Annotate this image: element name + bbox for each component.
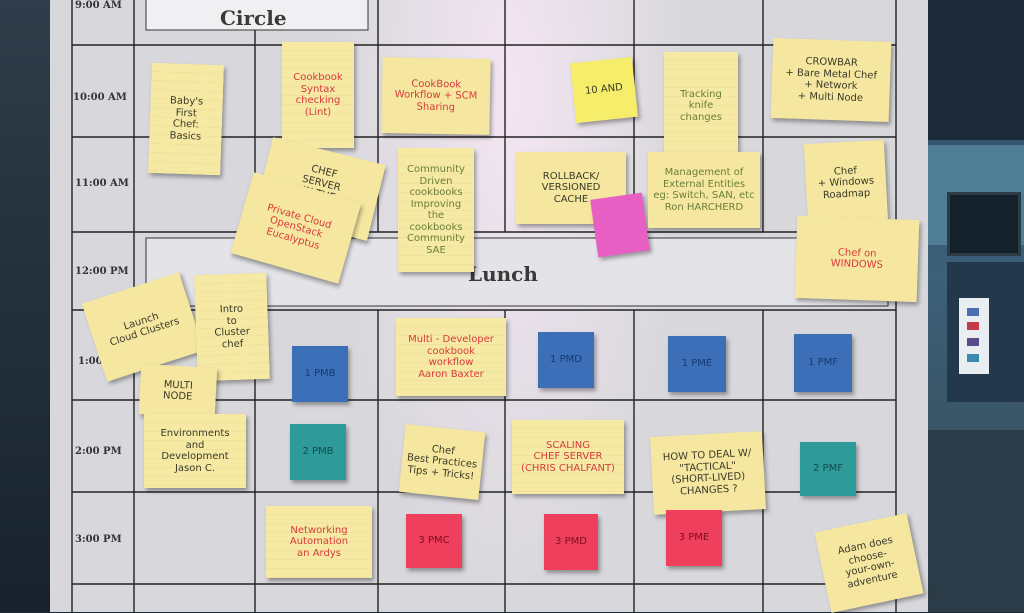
left-background [0,0,50,612]
time-label-2pm: 2:00 PM [75,446,122,457]
time-label-9am: 9:00 AM [75,0,122,11]
note-chef-windows-roadmap: Chef + Windows Roadmap [803,139,889,227]
note-3pmd: 3 PMD [544,514,598,570]
note-community-cookbooks: Community Driven cookbooks Improving the… [398,148,474,272]
note-scaling-chef: SCALING CHEF SERVER (CHRIS CHALFANT) [512,420,624,494]
note-networking: Networking Automation an Ardys [266,506,372,578]
note-environments: Environments and Development Jason C. [144,414,246,488]
note-babys-first-chef: Baby's First Chef: Basics [148,62,224,176]
note-3pme: 3 PME [666,510,722,566]
note-intro-cluster-chef: Intro to Cluster chef [194,272,270,382]
lunch-label: Lunch [468,262,538,286]
right-background-street [925,0,1024,612]
time-label-1pm: 1:00 [78,356,103,367]
note-3pmc: 3 PMC [406,514,462,568]
street [925,430,1024,612]
note-multi-node: MULTI NODE [138,364,218,418]
note-multi-dev-workflow: Multi - Developer cookbook workflow Aaro… [396,318,506,396]
note-best-practices: Chef Best Practices Tips + Tricks! [398,424,486,500]
time-label-3pm: 3:00 PM [75,534,122,545]
note-chef-on-windows: Chef on WINDOWS [794,215,920,303]
note-crowbar: CROWBAR + Bare Metal Chef + Network + Mu… [770,37,892,123]
window-poster [959,298,989,374]
note-2pmb: 2 PMB [290,424,346,480]
note-2pmf: 2 PMF [800,442,856,496]
building-window [947,192,1021,256]
note-1pmd: 1 PMD [538,332,594,388]
note-external-entities: Management of External Entities eg: Swit… [648,152,760,228]
note-1pmb: 1 PMB [292,346,348,402]
note-tactical-changes: HOW TO DEAL W/ "TACTICAL" (SHORT-LIVED) … [650,431,766,515]
note-1pme: 1 PME [668,336,726,392]
note-pink-blank [590,192,650,258]
time-label-10am: 10:00 AM [73,92,127,103]
note-cookbook-workflow: CookBook Workflow + SCM Sharing [381,57,491,135]
time-label-11am: 11:00 AM [75,178,129,189]
time-label-12pm: 12:00 PM [75,266,129,277]
note-1pmf: 1 PMF [794,334,852,392]
note-cookbook-syntax: Cookbook Syntax checking (Lint) [282,42,354,148]
note-10and: 10 AND [570,56,638,124]
schedule-grid [71,0,897,612]
note-tracking-knife: Tracking knife changes [664,52,738,160]
session-banner: Circle [220,6,287,30]
ceiling-beam [925,0,1024,140]
